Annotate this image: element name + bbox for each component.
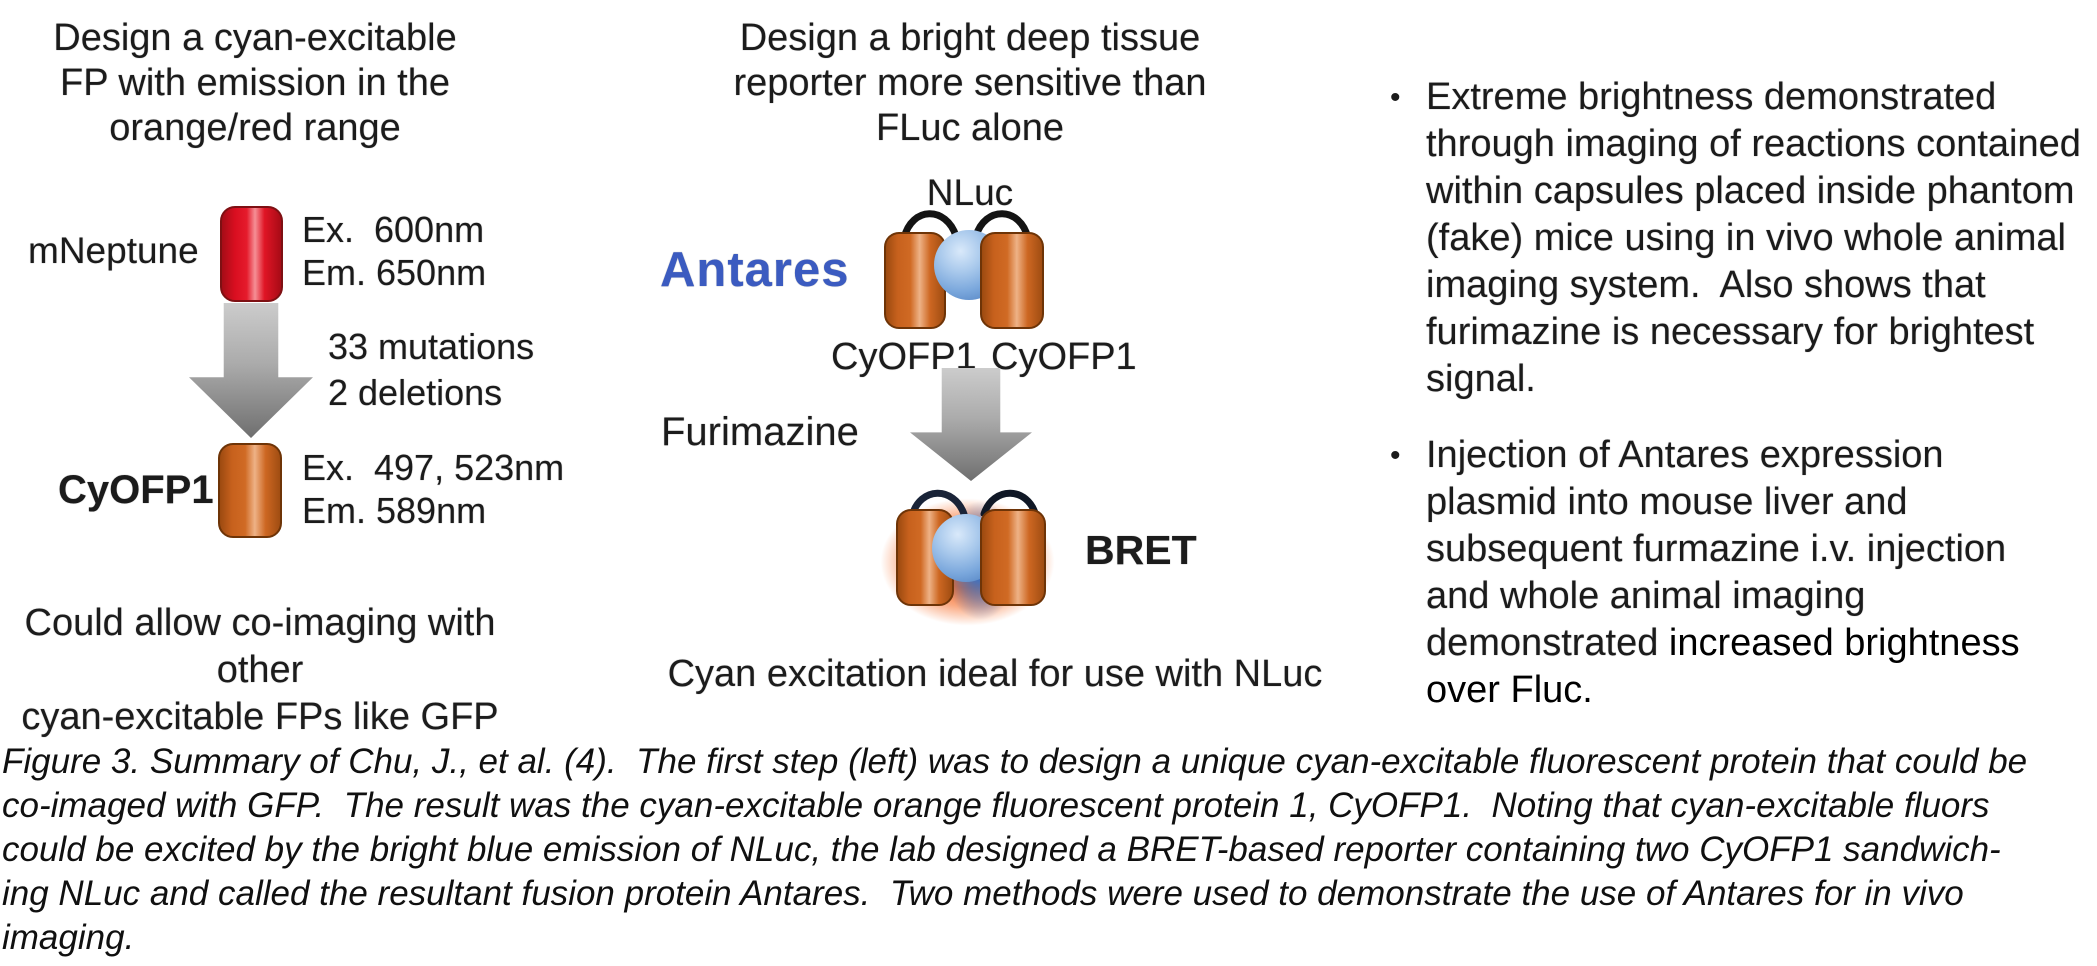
- bullet-1-text: Extreme brightness demonstrated through …: [1426, 76, 2081, 400]
- left-footer-note: Could allow co-imaging with other cyan-e…: [21, 602, 499, 738]
- mneptune-cylinder-icon: [220, 206, 283, 302]
- bret-linker-arcs-icon: [908, 489, 1040, 516]
- bret-cyofp1-cylinder-right-icon: [980, 509, 1046, 606]
- bullet-marker-icon: •: [1390, 81, 1401, 114]
- antares-complex: [884, 204, 1049, 332]
- figure-caption: Figure 3. Summary of Chu, J., et al. (4)…: [2, 742, 2028, 957]
- mneptune-label: mNeptune: [28, 230, 199, 271]
- bullet-2-text: Injection of Antares expression plasmid …: [1426, 432, 2020, 714]
- cyofp1-spectra: Ex. 497, 523nm Em. 589nm: [302, 447, 565, 531]
- right-panel: • Extreme brightness demonstrated throug…: [1390, 74, 2097, 734]
- bullet-item-2: • Injection of Antares expression plasmi…: [1390, 432, 2020, 714]
- cyofp1-cylinder-icon: [218, 443, 282, 538]
- mneptune-spectra: Ex. 600nm Em. 650nm: [302, 209, 487, 293]
- middle-panel: Design a bright deep tissue reporter mor…: [620, 0, 1365, 720]
- furimazine-label: Furimazine: [661, 410, 859, 454]
- bullet-2-lead: Injection of Antares expression plasmid …: [1426, 434, 2007, 664]
- linker-arcs-icon: [900, 210, 1032, 238]
- mutation-note: 33 mutations 2 deletions: [328, 326, 535, 413]
- bullet-item-1: • Extreme brightness demonstrated throug…: [1390, 74, 2081, 403]
- left-panel: Design a cyan-excitable FP with emission…: [0, 0, 612, 738]
- nluc-label: NLuc: [926, 172, 1014, 213]
- cyofp1-label: CyOFP1: [58, 468, 214, 512]
- middle-footer-note: Cyan excitation ideal for use with NLuc: [667, 653, 1323, 695]
- mutation-down-arrow-icon: [189, 303, 313, 438]
- middle-panel-title: Design a bright deep tissue reporter mor…: [733, 17, 1207, 149]
- bullet-2-added-text: increased brightness over Fluc.: [1426, 622, 2020, 711]
- subunit-label-right: CyOFP1: [991, 336, 1137, 378]
- left-panel-title: Design a cyan-excitable FP with emission…: [53, 17, 457, 149]
- reaction-down-arrow-icon: [910, 368, 1032, 481]
- antares-label: Antares: [660, 243, 850, 297]
- antares-cyofp1-cylinder-right-icon: [980, 232, 1044, 329]
- bret-label: BRET: [1085, 527, 1197, 573]
- subunit-label-left: CyOFP1: [831, 336, 977, 378]
- bullet-marker-icon: •: [1390, 439, 1401, 472]
- bret-complex: [850, 476, 1085, 648]
